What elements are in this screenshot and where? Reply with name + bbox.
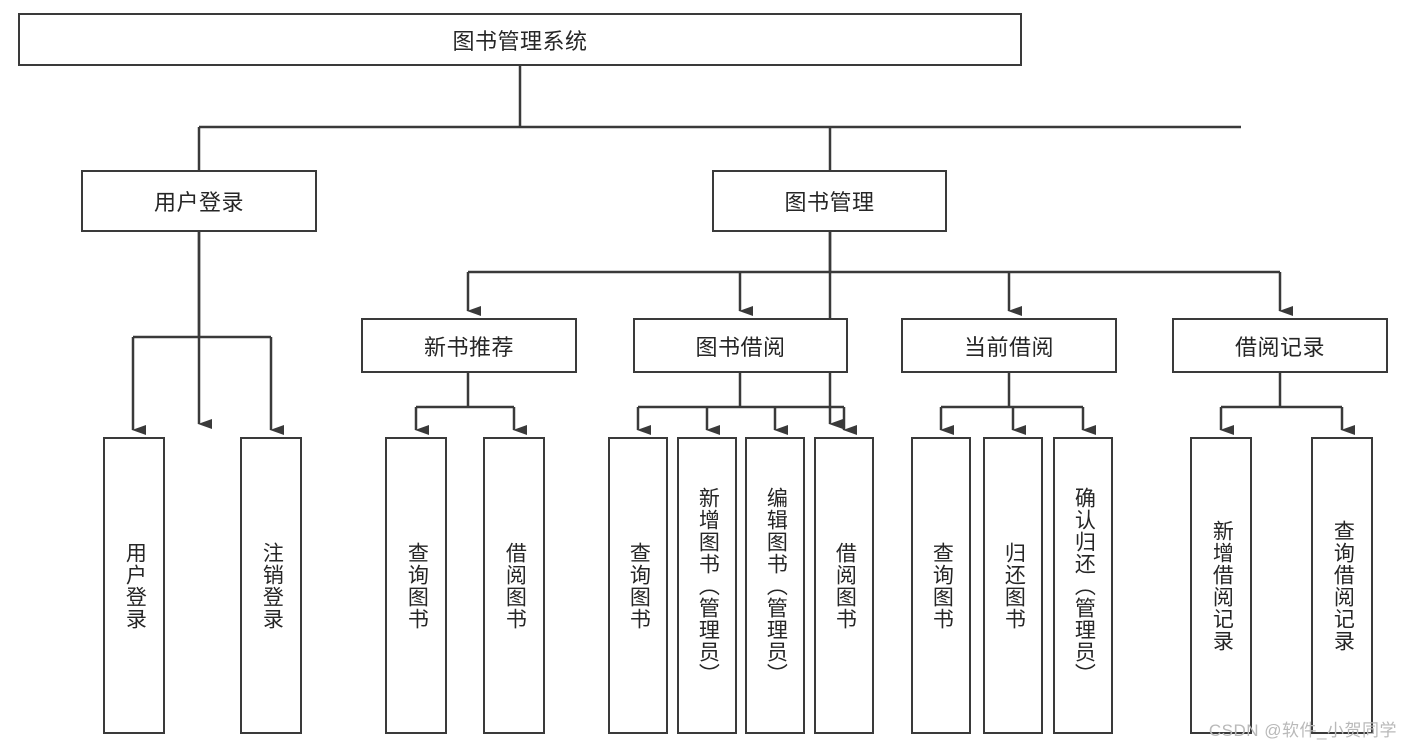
node-book-management[interactable]: 图书管理 [712, 170, 947, 232]
node-label: 当前借阅 [963, 334, 1054, 360]
node-label: 图书借阅 [695, 334, 786, 360]
node-new-book-recommend[interactable]: 新书推荐 [361, 318, 577, 373]
node-label: 查询图书 [930, 541, 954, 630]
node-leaf-borrow-book[interactable]: 借阅图书 [814, 437, 874, 734]
node-user-login[interactable]: 用户登录 [81, 170, 317, 232]
node-label: 注销登录 [260, 541, 284, 630]
node-current-borrow[interactable]: 当前借阅 [901, 318, 1117, 373]
node-leaf-add-book-admin[interactable]: 新增图书（管理员） [677, 437, 737, 734]
node-label: 用户登录 [153, 190, 244, 215]
node-label: 借阅图书 [833, 541, 857, 630]
node-label: 查询图书 [405, 541, 429, 630]
node-label: 归还图书 [1002, 541, 1026, 630]
node-label: 用户登录 [123, 541, 147, 630]
node-book-borrow[interactable]: 图书借阅 [633, 318, 848, 373]
node-leaf-logout[interactable]: 注销登录 [240, 437, 302, 734]
node-label: 借阅图书 [503, 541, 527, 630]
node-leaf-confirm-return-admin[interactable]: 确认归还（管理员） [1053, 437, 1113, 734]
node-leaf-edit-book-admin[interactable]: 编辑图书（管理员） [745, 437, 805, 734]
node-label: 图书管理 [784, 190, 875, 215]
node-label: 新增借阅记录 [1210, 519, 1234, 652]
node-label: 确认归还（管理员） [1072, 486, 1096, 685]
node-borrow-record[interactable]: 借阅记录 [1172, 318, 1388, 373]
node-label: 新书推荐 [423, 334, 514, 360]
node-leaf-add-borrow-record[interactable]: 新增借阅记录 [1190, 437, 1252, 734]
node-leaf-query-book-borrow[interactable]: 查询图书 [608, 437, 668, 734]
node-label: 查询图书 [627, 541, 651, 630]
node-leaf-return-book[interactable]: 归还图书 [983, 437, 1043, 734]
node-leaf-user-login[interactable]: 用户登录 [103, 437, 165, 734]
node-leaf-query-book-recommend[interactable]: 查询图书 [385, 437, 447, 734]
node-label: 查询借阅记录 [1331, 519, 1355, 652]
node-leaf-query-book-current[interactable]: 查询图书 [911, 437, 971, 734]
node-leaf-query-borrow-record[interactable]: 查询借阅记录 [1311, 437, 1373, 734]
node-label: 图书管理系统 [452, 28, 588, 54]
node-label: 编辑图书（管理员） [764, 486, 788, 685]
node-root-system[interactable]: 图书管理系统 [18, 13, 1022, 66]
watermark-text: CSDN @软件_小贺同学 [1208, 721, 1397, 740]
node-leaf-borrow-book-recommend[interactable]: 借阅图书 [483, 437, 545, 734]
node-label: 借阅记录 [1234, 334, 1325, 360]
node-label: 新增图书（管理员） [696, 486, 720, 685]
